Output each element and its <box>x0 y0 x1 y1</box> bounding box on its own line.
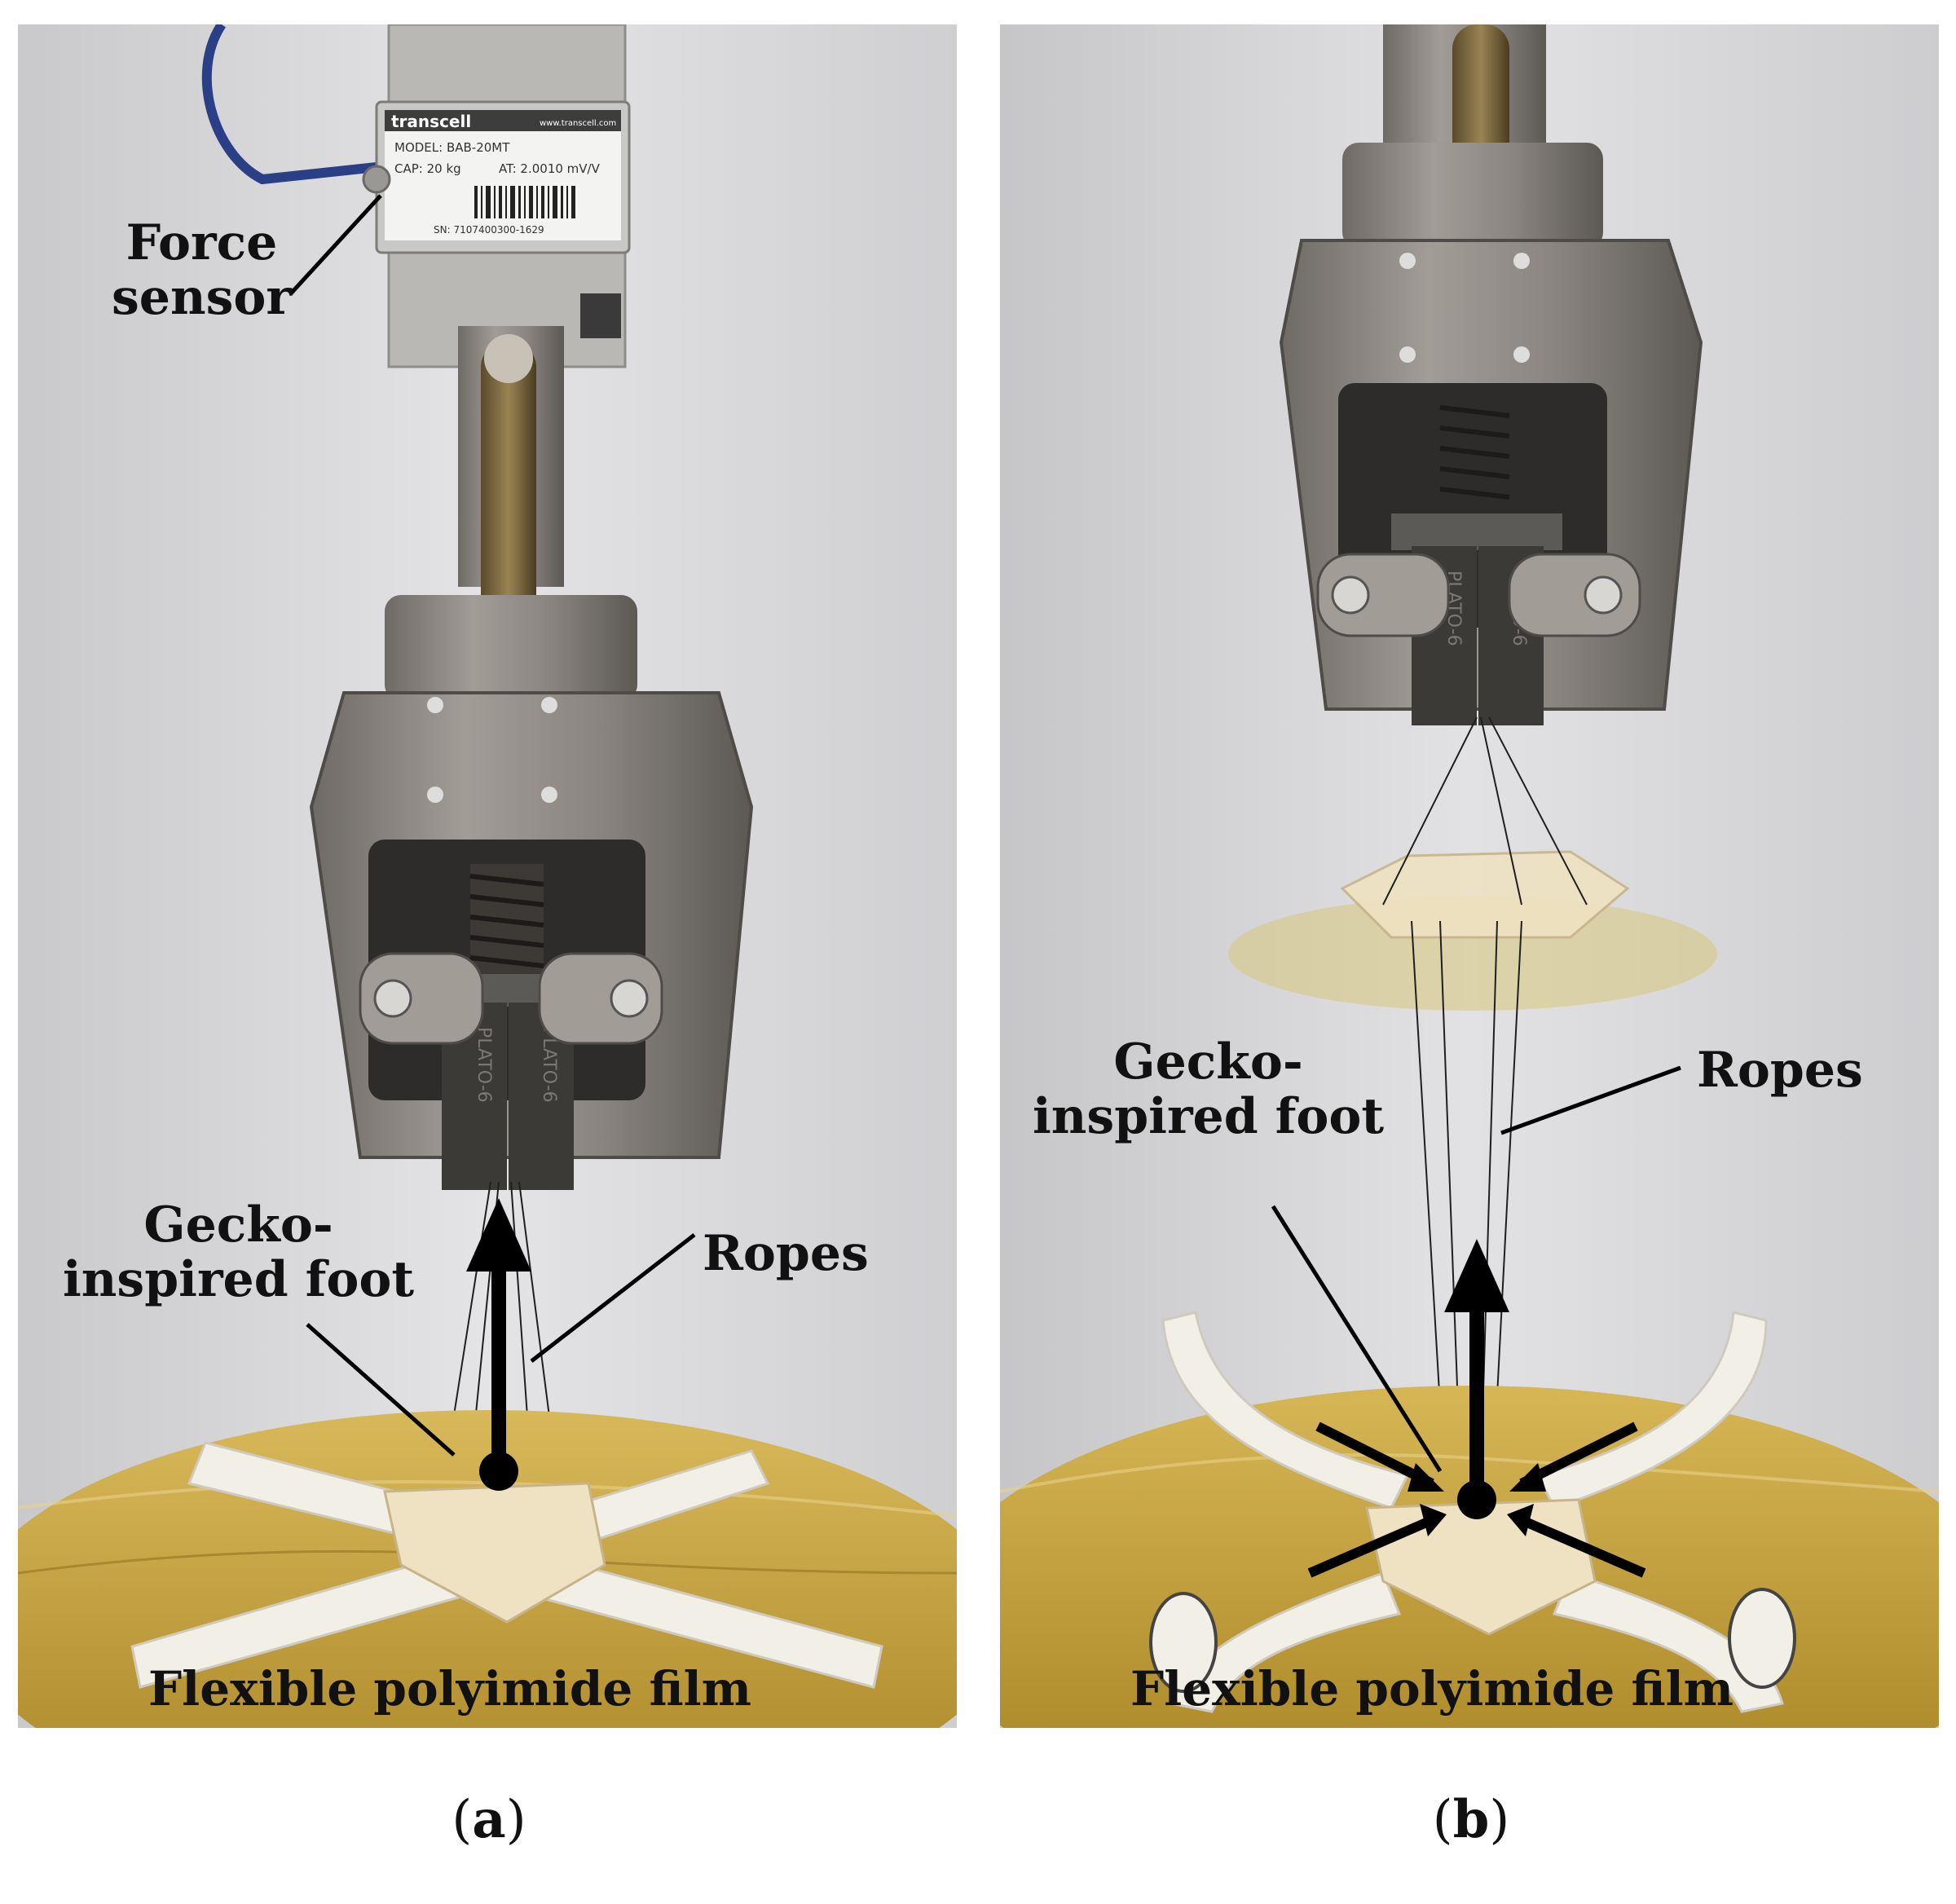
grip-collar <box>1342 143 1603 249</box>
right-lever <box>1508 553 1641 637</box>
caption-a: (a) <box>452 1789 526 1850</box>
force-origin-dot <box>479 1452 518 1491</box>
gecko-foot-hub <box>383 1482 606 1624</box>
gecko-foot-leader <box>1271 1205 1443 1473</box>
left-hook <box>1149 1592 1218 1693</box>
panel-a-photo-scene: transcell www.transcell.com MODEL: BAB-2… <box>18 24 957 1728</box>
force-origin-dot <box>1457 1480 1496 1519</box>
sensor-cable <box>201 24 377 185</box>
sensor-model: MODEL: BAB-20MT <box>394 140 510 155</box>
spring-coils <box>1439 405 1510 500</box>
sensor-brand: transcell <box>391 112 471 131</box>
sensor-serial: SN: 7107400300-1629 <box>434 224 544 236</box>
left-lever-bolt <box>373 979 412 1018</box>
left-lever <box>359 952 484 1045</box>
force-arrow-head <box>1444 1239 1509 1312</box>
pin-head <box>484 334 533 383</box>
ropes-leader <box>1500 1065 1681 1135</box>
left-lever-bolt <box>1331 575 1370 615</box>
ropes-leader <box>530 1233 696 1363</box>
panel-b-photo-scene: PLATO-6 PLATO-6 <box>1000 24 1939 1728</box>
label-gecko-foot: Gecko-inspired foot <box>1033 1034 1385 1146</box>
force-sensor-leader <box>289 194 382 295</box>
label-ropes: Ropes <box>703 1225 869 1282</box>
right-lever-bolt <box>610 979 649 1018</box>
gecko-foot-hub <box>1365 1498 1597 1636</box>
right-lever <box>538 952 663 1045</box>
grip-collar <box>385 595 637 701</box>
right-lever-bolt <box>1584 575 1623 615</box>
gecko-foot-leader <box>306 1323 456 1457</box>
jaw-marking-left: PLATO-6 <box>474 1027 494 1103</box>
left-lever <box>1316 553 1450 637</box>
sensor-barcode <box>474 186 575 218</box>
right-hook <box>1728 1588 1796 1689</box>
label-gecko-foot: Gecko-inspired foot <box>63 1197 415 1309</box>
grip-plate <box>1391 513 1562 550</box>
inward-arrows <box>1307 1421 1646 1578</box>
caption-b: (b) <box>1432 1789 1510 1850</box>
sensor-sticker <box>385 110 621 240</box>
sensor-cap: CAP: 20 kg <box>394 161 461 176</box>
sensor-sticker-header <box>385 110 621 131</box>
label-film: Flexible polyimide film <box>148 1661 752 1717</box>
photo-panel-a: transcell www.transcell.com MODEL: BAB-2… <box>18 24 957 1728</box>
label-ropes: Ropes <box>1697 1042 1863 1099</box>
blurred-film-reflection <box>1228 897 1717 1011</box>
spring-coils <box>469 874 544 968</box>
qr-code <box>580 293 621 338</box>
force-arrow-head <box>466 1198 531 1272</box>
sensor-at: AT: 2.0010 mV/V <box>499 161 601 176</box>
label-film: Flexible polyimide film <box>1130 1661 1734 1717</box>
cable-connector <box>362 165 391 194</box>
photo-panel-b: PLATO-6 PLATO-6 <box>1000 24 1939 1728</box>
sensor-site: www.transcell.com <box>540 119 616 128</box>
gecko-foot-arms <box>1161 1311 1784 1713</box>
